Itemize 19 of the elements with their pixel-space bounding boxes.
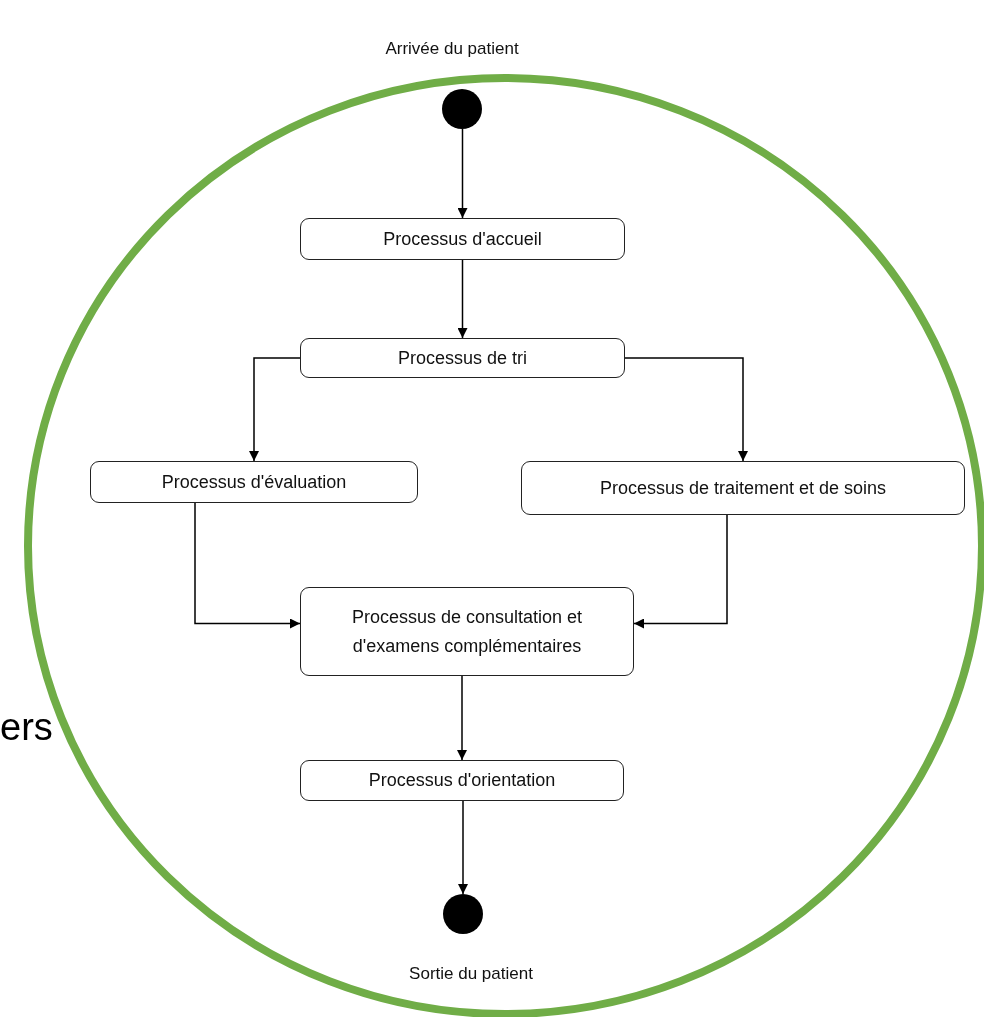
state-dot [443, 894, 483, 934]
node-caption: Arrivée du patient [385, 39, 519, 59]
text-fragment: ers [0, 706, 53, 749]
arrow [249, 357, 301, 462]
process-box: Processus d'évaluation [90, 461, 418, 503]
node-caption: Sortie du patient [409, 964, 533, 984]
process-box: Processus de tri [300, 338, 625, 378]
arrow [624, 357, 748, 462]
state-dot [442, 89, 482, 129]
arrow [633, 514, 728, 629]
arrow [457, 259, 468, 339]
arrow [194, 502, 301, 629]
arrow [457, 128, 468, 219]
arrow [458, 800, 468, 895]
process-box: Processus d'orientation [300, 760, 624, 801]
process-box: Processus de traitement et de soins [521, 461, 965, 515]
arrow [457, 675, 467, 761]
process-box: Processus d'accueil [300, 218, 625, 260]
process-box: Processus de consultation et d'examens complémentaires [300, 587, 634, 676]
